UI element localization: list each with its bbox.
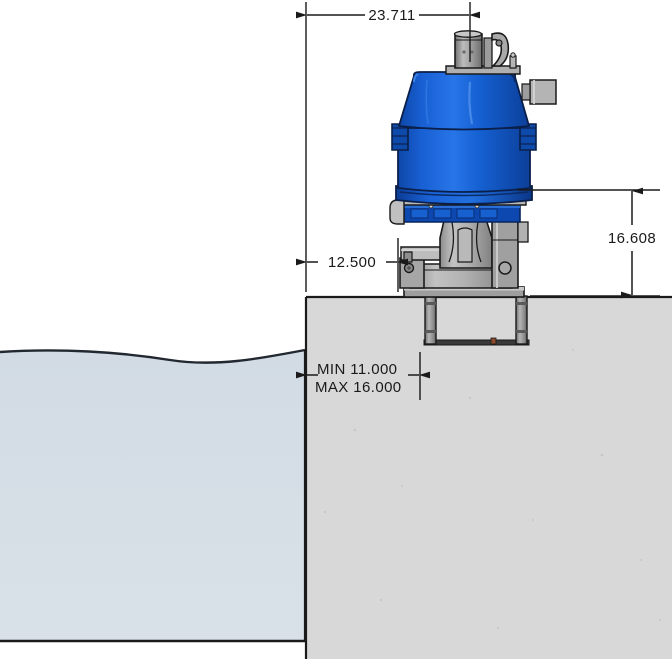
mount-stud — [509, 55, 517, 69]
terminal-left-cover — [389, 199, 405, 225]
housing-height-dimension: 16.608 — [517, 187, 660, 299]
offset-dimension: 12.500 — [296, 238, 408, 292]
water-fill — [0, 350, 305, 641]
upper-cylinder-left — [454, 33, 483, 69]
dome-specular-2 — [425, 79, 429, 125]
dome-specular — [468, 81, 474, 125]
cylinder-port — [462, 50, 466, 54]
housing-web-right — [475, 221, 482, 263]
terminal-cell — [479, 208, 498, 219]
side-port-box — [517, 221, 529, 243]
port-neck — [521, 83, 531, 101]
bolt-thread — [516, 330, 527, 333]
stud-nut — [510, 52, 516, 58]
housing-web-left — [448, 221, 455, 263]
terminal-cell — [456, 208, 475, 219]
dim-label-12500: 12.500 — [328, 254, 376, 271]
dim-label-max: MAX 16.000 — [315, 379, 402, 396]
cylinder-port — [470, 50, 474, 54]
overall-width-dimension: 23.711 — [296, 2, 480, 292]
housing-center-rib — [457, 227, 473, 263]
terminal-cell — [410, 208, 429, 219]
housing-skirt-seam — [399, 191, 529, 197]
right-support-column — [491, 211, 519, 289]
lug-bolt-center — [407, 266, 411, 270]
bolt-thread — [516, 302, 527, 305]
hook-pivot — [495, 39, 503, 47]
top-mechanism-assembly — [445, 30, 521, 75]
ground-texture — [323, 339, 661, 630]
gray-gearbox-assembly — [399, 211, 529, 298]
column-pivot-hole — [498, 261, 512, 275]
dome-corner-highlight-left — [413, 73, 419, 83]
ground-region — [304, 295, 672, 659]
dim-label-16608: 16.608 — [608, 230, 656, 247]
water-region — [0, 348, 307, 643]
water-surface-line — [0, 348, 306, 364]
bolt-thread — [425, 330, 436, 333]
blue-actuator-housing — [391, 71, 557, 205]
anchor-tie-bar — [423, 339, 530, 346]
terminal-cell — [433, 208, 452, 219]
clearance-range-dimension: MIN 11.000 MAX 16.000 — [296, 352, 430, 400]
dim-label-min: MIN 11.000 — [317, 361, 397, 378]
cylinder-top-cap — [453, 30, 483, 38]
dim-label-23711: 23.711 — [368, 7, 415, 24]
housing-main-body — [397, 127, 531, 193]
left-arm-end-cap — [403, 251, 413, 263]
housing-upper-dome — [397, 71, 531, 131]
upper-tube — [483, 37, 493, 69]
bolt-thread — [425, 302, 436, 305]
anchor-marker — [490, 337, 497, 345]
ground-fill — [306, 297, 672, 659]
anchor-bolt-assembly — [423, 295, 530, 346]
